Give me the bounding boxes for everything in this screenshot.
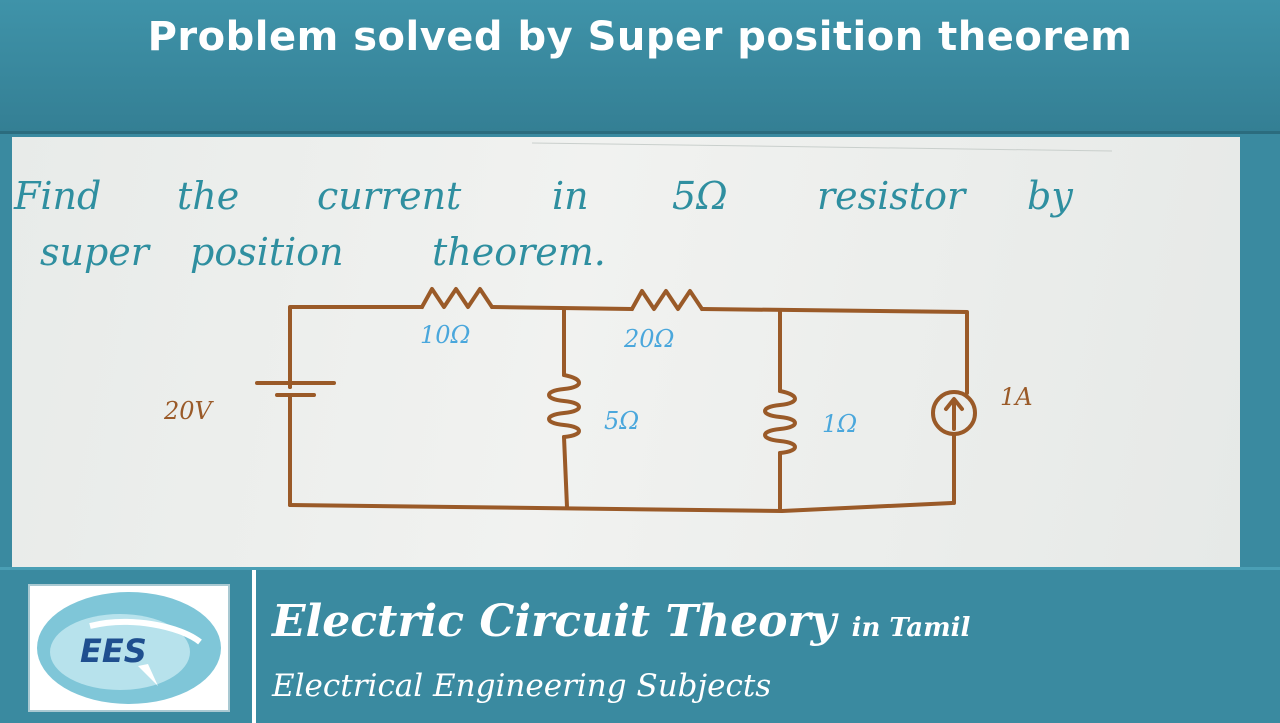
wire-top-mid: [490, 305, 634, 311]
wire-top-left: [288, 305, 424, 389]
current-source-arrow: [944, 397, 964, 431]
resistor-10-ohm: [420, 287, 494, 309]
course-title-line: Electric Circuit Theory in Tamil: [272, 596, 970, 647]
wire-bottom: [288, 501, 954, 513]
label-10-ohm: 10Ω: [420, 321, 470, 349]
problem-word: super: [40, 230, 152, 274]
paper-crease: [531, 142, 1113, 152]
circuit-diagram: Find the current in 5Ω resistor by super…: [13, 142, 1113, 513]
label-20-ohm: 20Ω: [623, 325, 674, 353]
wire-branch-5-bottom: [562, 435, 569, 509]
problem-word: in: [552, 174, 589, 218]
course-subtitle: Electrical Engineering Subjects: [272, 668, 772, 704]
logo-text: EES: [80, 632, 147, 670]
problem-word: current: [317, 174, 462, 218]
page-title: Problem solved by Super position theorem: [147, 14, 1133, 60]
logo-mark: EES: [37, 592, 221, 704]
problem-statement: Find the current in 5Ω resistor by super…: [13, 174, 1073, 274]
label-1-ohm: 1Ω: [822, 410, 857, 438]
problem-word: theorem.: [432, 230, 606, 274]
whiteboard-paper: Find the current in 5Ω resistor by super…: [12, 137, 1240, 567]
label-source-voltage: 20V: [163, 397, 215, 425]
top-banner: Problem solved by Super position theorem: [0, 0, 1280, 134]
label-current-source: 1A: [1000, 383, 1033, 411]
resistor-1-ohm: [763, 389, 797, 455]
course-suffix: in Tamil: [851, 613, 971, 643]
problem-word: by: [1027, 174, 1073, 218]
resistor-20-ohm: [630, 289, 704, 311]
problem-word: 5Ω: [672, 174, 728, 218]
wire-top-right: [700, 307, 969, 389]
resistor-5-ohm: [547, 373, 581, 439]
problem-word: resistor: [817, 174, 968, 218]
footer-divider: [252, 570, 256, 723]
problem-word: Find: [13, 174, 101, 218]
problem-word: the: [177, 174, 239, 218]
problem-word: position: [190, 230, 344, 274]
label-5-ohm: 5Ω: [604, 407, 639, 435]
footer-banner: EES Electric Circuit Theory in Tamil Ele…: [0, 567, 1280, 723]
ees-logo: EES: [28, 584, 230, 712]
course-title: Electric Circuit Theory: [272, 596, 837, 647]
